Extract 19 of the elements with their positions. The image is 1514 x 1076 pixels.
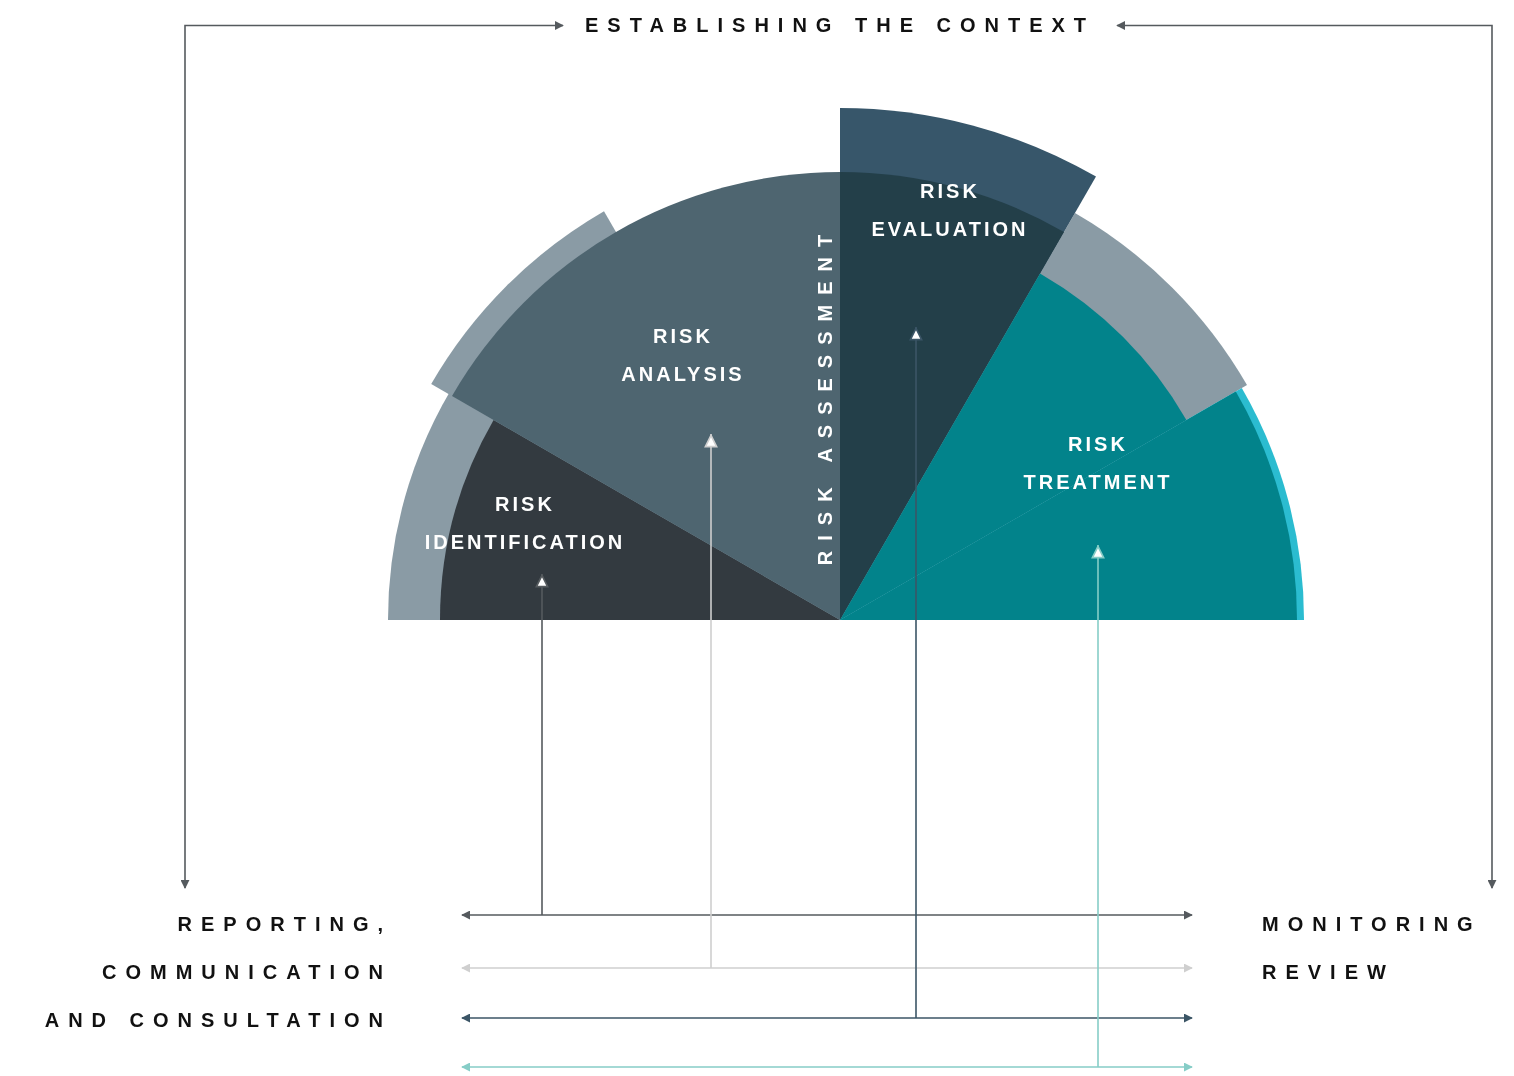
text-label: REPORTING, COMMUNICATION AND CONSULTATION bbox=[20, 900, 392, 1044]
arrow bbox=[461, 963, 1193, 973]
arrow bbox=[461, 1013, 1193, 1023]
segment-label: RISK ANALYSIS bbox=[620, 324, 746, 387]
arrow bbox=[704, 433, 718, 969]
arrow bbox=[535, 573, 549, 916]
heading-text: ESTABLISHING THE CONTEXT bbox=[585, 14, 1096, 37]
arrow bbox=[461, 1062, 1193, 1072]
segment-label: RISK IDENTIFICATION bbox=[423, 492, 627, 555]
arrow bbox=[909, 326, 923, 1019]
segment-label: RISK EVALUATION bbox=[870, 179, 1030, 242]
arrow bbox=[180, 21, 564, 889]
arrow bbox=[1116, 21, 1497, 889]
text-label: MONITORING REVIEW bbox=[1262, 900, 1502, 996]
arrow bbox=[1091, 544, 1105, 1068]
segment-label: RISK TREATMENT bbox=[1022, 432, 1174, 495]
arrow bbox=[461, 910, 1193, 920]
sector-segment bbox=[840, 273, 1297, 620]
axis-label: RISK ASSESSMENT bbox=[813, 224, 837, 566]
